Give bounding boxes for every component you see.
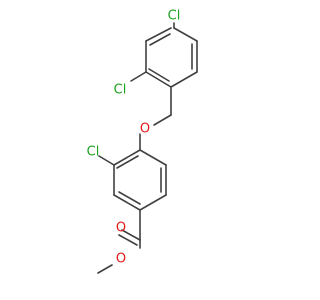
- atom-labels: Cl Cl O Cl O O: [87, 9, 181, 267]
- bond: [121, 229, 141, 241]
- bond: [170, 71, 198, 88]
- atom-cl-upper-left: Cl: [114, 83, 127, 98]
- molecule-drawing: Cl Cl O Cl O O: [87, 9, 198, 274]
- bonds: [97, 22, 198, 274]
- bond: [149, 33, 171, 46]
- bond: [145, 27, 172, 42]
- bond: [173, 27, 198, 42]
- bond: [130, 71, 147, 82]
- atom-cl-middle: Cl: [87, 145, 100, 160]
- bond: [97, 264, 113, 274]
- bond: [145, 71, 172, 88]
- bond: [139, 149, 167, 166]
- bond: [113, 149, 141, 166]
- bond: [113, 194, 141, 211]
- bond: [139, 194, 167, 211]
- atom-o-carbonyl: O: [116, 221, 126, 236]
- bond: [148, 68, 170, 82]
- structure-canvas: Cl Cl O Cl O O: [86, 8, 198, 274]
- atom-cl-top: Cl: [168, 9, 181, 24]
- bond: [118, 234, 138, 246]
- bond: [98, 155, 115, 166]
- atom-o-ester: O: [116, 252, 126, 267]
- bond: [118, 191, 141, 205]
- bond: [153, 114, 172, 126]
- atom-o-ether: O: [140, 122, 150, 137]
- bond: [116, 155, 139, 169]
